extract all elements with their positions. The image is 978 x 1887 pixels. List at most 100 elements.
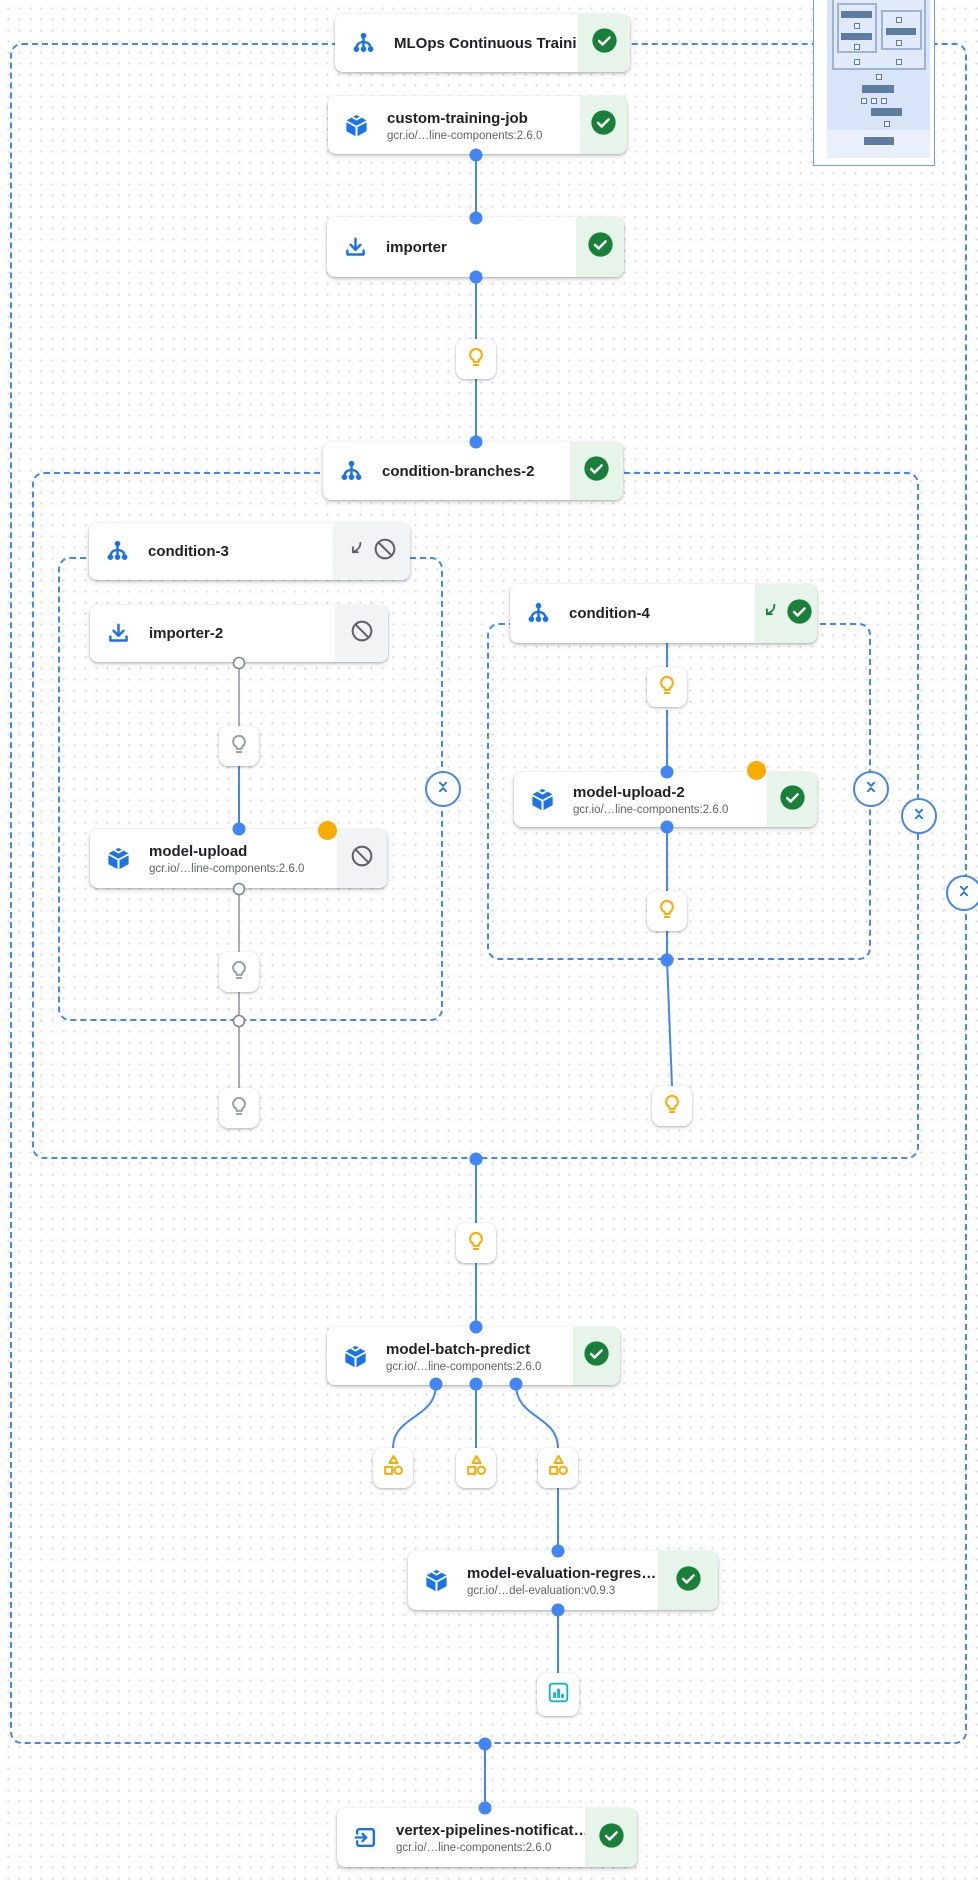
success-check-icon <box>786 598 813 630</box>
node-model-evaluation-regression[interactable]: model-evaluation-regres… gcr.io/…del-eva… <box>408 1551 718 1610</box>
skip-arrow-icon <box>345 538 367 565</box>
node-title: condition-4 <box>569 605 650 622</box>
success-check-icon <box>598 1822 625 1854</box>
artifact-metrics-1[interactable] <box>373 1448 413 1488</box>
node-model-upload[interactable]: model-upload gcr.io/…line-components:2.6… <box>90 829 387 888</box>
artifact-evaluation-chart[interactable] <box>537 1673 579 1716</box>
node-title: vertex-pipelines-notificat… <box>396 1822 585 1839</box>
minimap-node-square <box>871 98 877 104</box>
status-section <box>333 523 410 580</box>
lightbulb-icon <box>226 957 252 988</box>
status-section <box>335 605 388 662</box>
status-section <box>578 14 630 72</box>
success-check-icon <box>583 1340 610 1372</box>
success-check-icon <box>675 1565 702 1597</box>
branch-icon <box>525 600 552 627</box>
cube-icon <box>529 786 556 813</box>
node-title: condition-3 <box>148 543 229 560</box>
metrics-icon <box>545 1452 572 1484</box>
node-custom-training-job[interactable]: custom-training-job gcr.io/…line-compone… <box>328 96 627 154</box>
lightbulb-icon <box>463 1228 489 1259</box>
node-subtitle: gcr.io/…line-components:2.6.0 <box>387 129 543 142</box>
node-title: model-upload-2 <box>573 784 685 801</box>
success-check-icon <box>591 27 618 59</box>
artifact-lightbulb-1[interactable] <box>456 339 496 379</box>
edge <box>666 959 673 1087</box>
lightbulb-icon <box>654 896 680 927</box>
node-title: model-upload <box>149 843 248 860</box>
artifact-lightbulb-5[interactable] <box>647 667 687 707</box>
artifact-lightbulb-2-skipped[interactable] <box>219 726 259 766</box>
metrics-icon <box>380 1452 407 1484</box>
metrics-icon <box>463 1452 490 1484</box>
node-subtitle: gcr.io/…del-evaluation:v0.9.3 <box>467 1585 616 1597</box>
exit-icon <box>352 1824 379 1851</box>
edge <box>392 1383 437 1450</box>
node-model-upload-2[interactable]: model-upload-2 gcr.io/…line-components:2… <box>514 772 817 827</box>
node-title: importer <box>386 238 447 256</box>
minimap-node-square <box>896 40 902 46</box>
status-section <box>580 96 627 154</box>
node-subtitle: gcr.io/…line-components:2.6.0 <box>149 863 305 875</box>
status-section <box>658 1551 718 1610</box>
lightbulb-icon <box>463 344 489 375</box>
blocked-icon <box>372 536 398 567</box>
artifact-lightbulb-6[interactable] <box>647 891 687 931</box>
collapse-condition-branches-2-button[interactable] <box>901 798 937 834</box>
artifact-metrics-3[interactable] <box>538 1448 578 1488</box>
collapse-condition-3-button[interactable] <box>425 771 461 807</box>
node-condition-branches-2[interactable]: condition-branches-2 <box>323 442 623 500</box>
node-condition-3[interactable]: condition-3 <box>89 523 410 580</box>
minimap-node-square <box>854 44 860 50</box>
artifact-lightbulb-8[interactable] <box>456 1223 496 1263</box>
node-subtitle: gcr.io/…line-components:2.6.0 <box>573 804 729 816</box>
node-title: MLOps Continuous Traini… <box>394 34 578 52</box>
minimap-node-square <box>881 98 887 104</box>
lightbulb-icon <box>226 1093 252 1124</box>
node-vertex-pipelines-notification[interactable]: vertex-pipelines-notificat… gcr.io/…line… <box>337 1808 637 1867</box>
collapse-pipeline-root-button[interactable] <box>946 875 978 911</box>
lightbulb-icon <box>226 731 252 762</box>
status-section <box>337 829 387 888</box>
lightbulb-icon <box>659 1091 685 1122</box>
cube-icon <box>105 845 132 872</box>
minimap[interactable] <box>813 0 935 166</box>
output-artifact-dot[interactable] <box>318 821 337 840</box>
status-section <box>755 584 817 643</box>
success-check-icon <box>587 231 614 263</box>
minimap-node-bar <box>871 108 902 116</box>
collapse-condition-4-button[interactable] <box>853 771 889 807</box>
node-importer-2[interactable]: importer-2 <box>90 605 388 662</box>
download-icon <box>342 234 369 261</box>
artifact-lightbulb-7[interactable] <box>652 1086 692 1126</box>
collapse-icon <box>953 880 975 907</box>
minimap-node-square <box>854 59 860 65</box>
minimap-node-bar <box>886 28 916 35</box>
node-model-batch-predict[interactable]: model-batch-predict gcr.io/…line-compone… <box>327 1327 620 1385</box>
artifact-lightbulb-3-skipped[interactable] <box>219 952 259 992</box>
node-subtitle: gcr.io/…line-components:2.6.0 <box>396 1842 552 1854</box>
edge <box>515 1383 559 1450</box>
minimap-node-bar <box>841 33 872 40</box>
output-artifact-dot[interactable] <box>747 761 766 780</box>
status-section <box>573 1327 620 1385</box>
node-title: custom-training-job <box>387 109 528 127</box>
minimap-node-square <box>884 121 890 127</box>
node-title: importer-2 <box>149 625 224 642</box>
status-section <box>585 1808 637 1867</box>
download-icon <box>105 620 132 647</box>
artifact-metrics-2[interactable] <box>456 1448 496 1488</box>
status-section <box>767 772 817 827</box>
node-mlops-root[interactable]: MLOps Continuous Traini… <box>335 14 630 72</box>
node-importer[interactable]: importer <box>327 217 624 277</box>
node-condition-4[interactable]: condition-4 <box>510 584 817 643</box>
artifact-lightbulb-4-skipped[interactable] <box>219 1088 259 1128</box>
bar-chart-icon <box>545 1679 572 1711</box>
lightbulb-icon <box>654 672 680 703</box>
skip-arrow-icon <box>759 600 781 627</box>
minimap-node-square <box>876 74 882 80</box>
node-title: model-evaluation-regres… <box>467 1565 657 1582</box>
cube-icon <box>342 1343 369 1370</box>
